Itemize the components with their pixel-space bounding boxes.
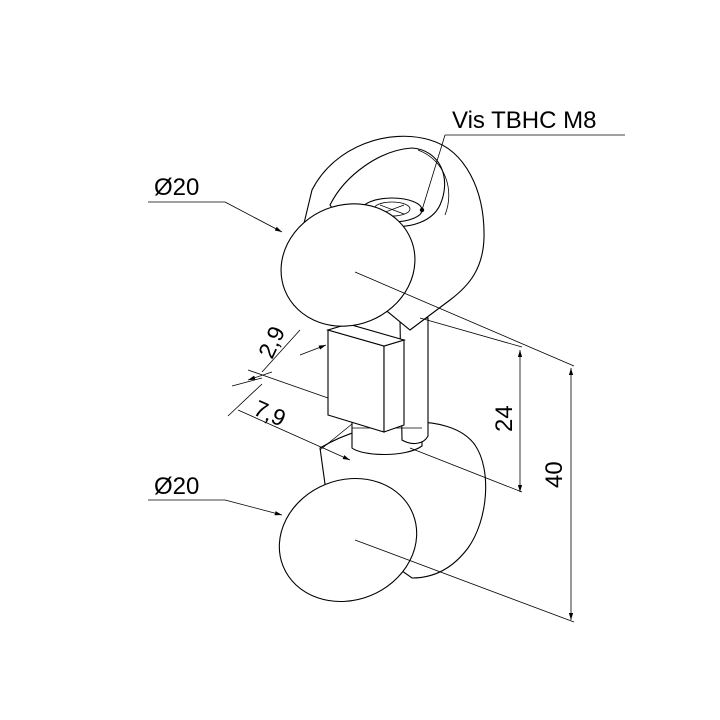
extension-lines [354, 271, 575, 623]
thickness-dim: 2,9 [231, 322, 329, 399]
offset-label: 7,9 [250, 395, 290, 432]
flat-tab [326, 323, 406, 433]
screw-label: Vis TBHC M8 [452, 107, 596, 134]
height-total-dim: 40 [541, 368, 574, 620]
height-inner-dim: 24 [491, 350, 523, 492]
lower-cylinder-face [278, 477, 418, 603]
upper-cylinder [280, 135, 485, 331]
dia-top-label: Ø20 [154, 174, 199, 201]
upper-cylinder-face [280, 203, 416, 327]
dia-bottom-callout: Ø20 [148, 473, 283, 516]
height-total-label: 40 [541, 461, 568, 488]
thickness-label: 2,9 [253, 322, 290, 362]
dia-bottom-label: Ø20 [154, 473, 199, 500]
dia-top-callout: Ø20 [148, 174, 283, 233]
shaft [351, 317, 429, 455]
screw-callout: Vis TBHC M8 [419, 107, 625, 213]
height-inner-label: 24 [491, 405, 518, 432]
